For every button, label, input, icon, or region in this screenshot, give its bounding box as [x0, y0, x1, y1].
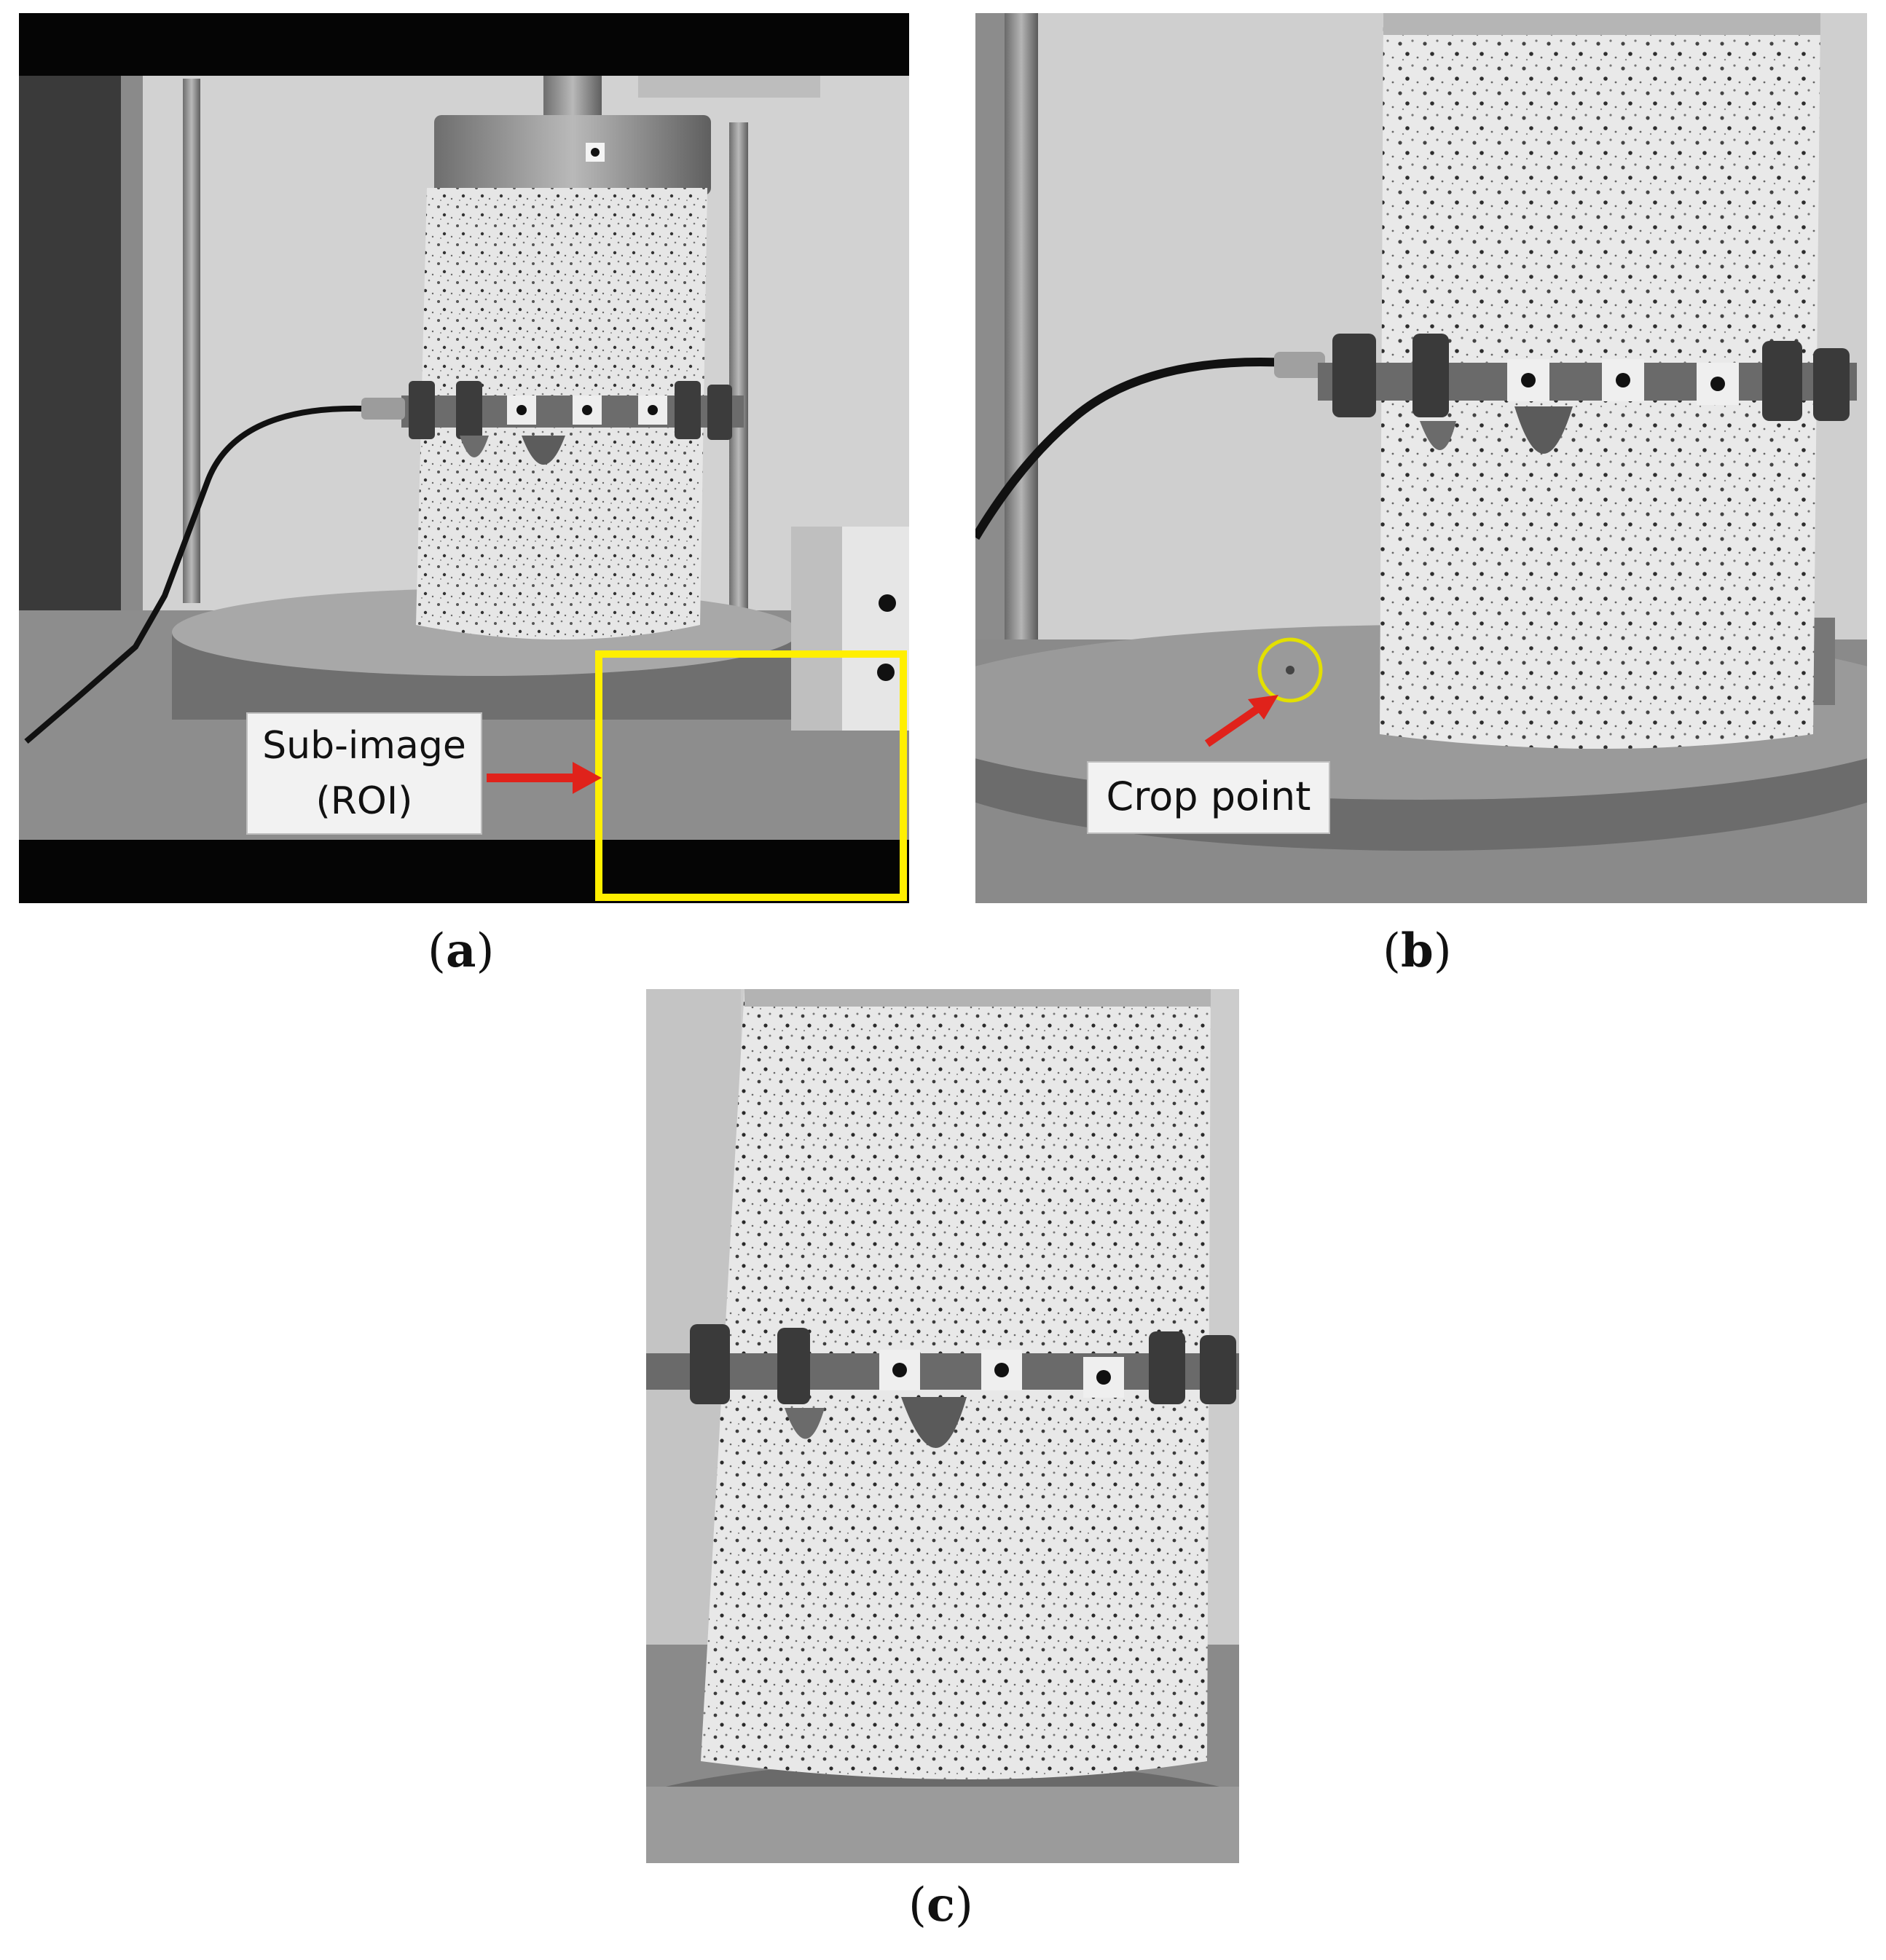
caption-c-letter: c	[926, 1878, 955, 1932]
lab-photo-c	[646, 989, 1239, 1863]
crop-arrow-shaft	[1204, 701, 1266, 747]
caption-b-letter: b	[1400, 924, 1434, 978]
roi-callout: Sub-image (ROI)	[246, 712, 482, 835]
photo-panel-c	[646, 989, 1239, 1863]
lab-photo-b	[975, 13, 1867, 903]
crop-arrow-head	[1248, 695, 1278, 720]
caption-b: (b)	[1383, 924, 1452, 978]
roi-arrow-head	[573, 762, 602, 794]
caption-a-letter: a	[445, 924, 476, 978]
caption-c: (c)	[908, 1878, 973, 1932]
caption-a: (a)	[428, 924, 495, 978]
photo-panel-b	[975, 13, 1867, 903]
roi-callout-line2: (ROI)	[315, 779, 413, 823]
roi-callout-line1: Sub-image	[262, 724, 466, 768]
crop-point-circle	[1257, 637, 1323, 703]
roi-box	[595, 650, 907, 901]
crop-point-callout: Crop point	[1087, 761, 1330, 834]
